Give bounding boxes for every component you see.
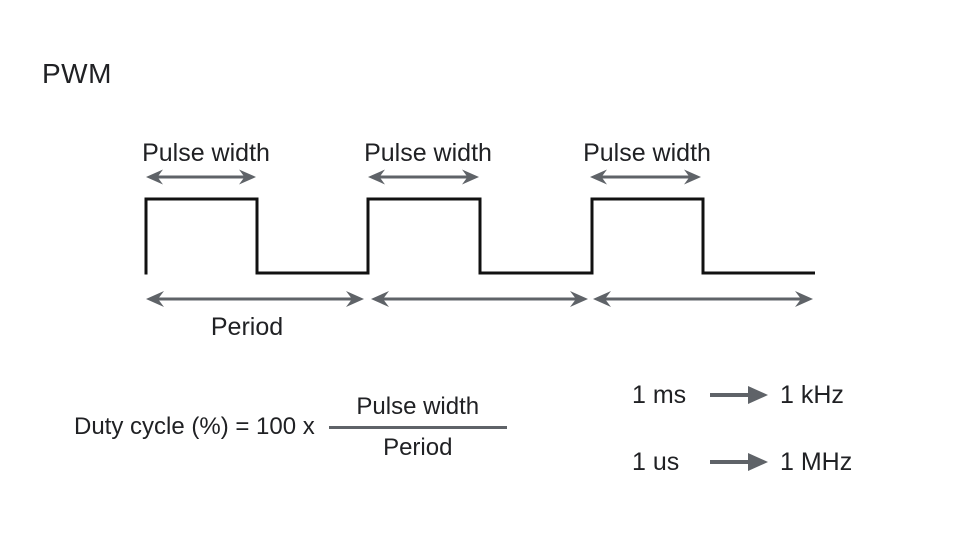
right-arrow-icon (710, 386, 768, 404)
page-title: PWM (42, 58, 112, 89)
period-label: Period (210, 313, 284, 341)
formula-denominator: Period (383, 434, 453, 461)
pulse-width-arrow-2 (368, 169, 479, 185)
formula-numerator: Pulse width (356, 393, 480, 420)
square-wave (144, 197, 815, 275)
formula-lhs: Duty cycle (%) = 100 x (74, 413, 315, 440)
conversion-to-mhz: 1 MHz (780, 448, 853, 476)
pulse-width-label-2: Pulse width (364, 139, 492, 167)
fraction-bar (328, 426, 507, 429)
conversion-from-ms: 1 ms (632, 381, 687, 409)
right-arrow-icon (710, 453, 768, 471)
conversion-from-us: 1 us (632, 448, 680, 476)
conversion-to-khz: 1 kHz (780, 381, 844, 409)
pulse-width-label-1: Pulse width (142, 139, 270, 167)
conversion-row-ms-khz: 1 ms 1 kHz (632, 381, 844, 409)
period-arrow-2 (371, 291, 588, 307)
duty-cycle-formula: Duty cycle (%) = 100 x Pulse width Perio… (74, 392, 507, 462)
formula-fraction: Pulse width Period (328, 392, 507, 462)
pulse-width-label-3: Pulse width (583, 139, 711, 167)
period-arrow-3 (593, 291, 813, 307)
pulse-width-arrow-3 (590, 169, 701, 185)
pulse-width-arrow-1 (146, 169, 256, 185)
conversion-row-us-mhz: 1 us 1 MHz (632, 448, 852, 476)
period-arrow-1 (146, 291, 364, 307)
